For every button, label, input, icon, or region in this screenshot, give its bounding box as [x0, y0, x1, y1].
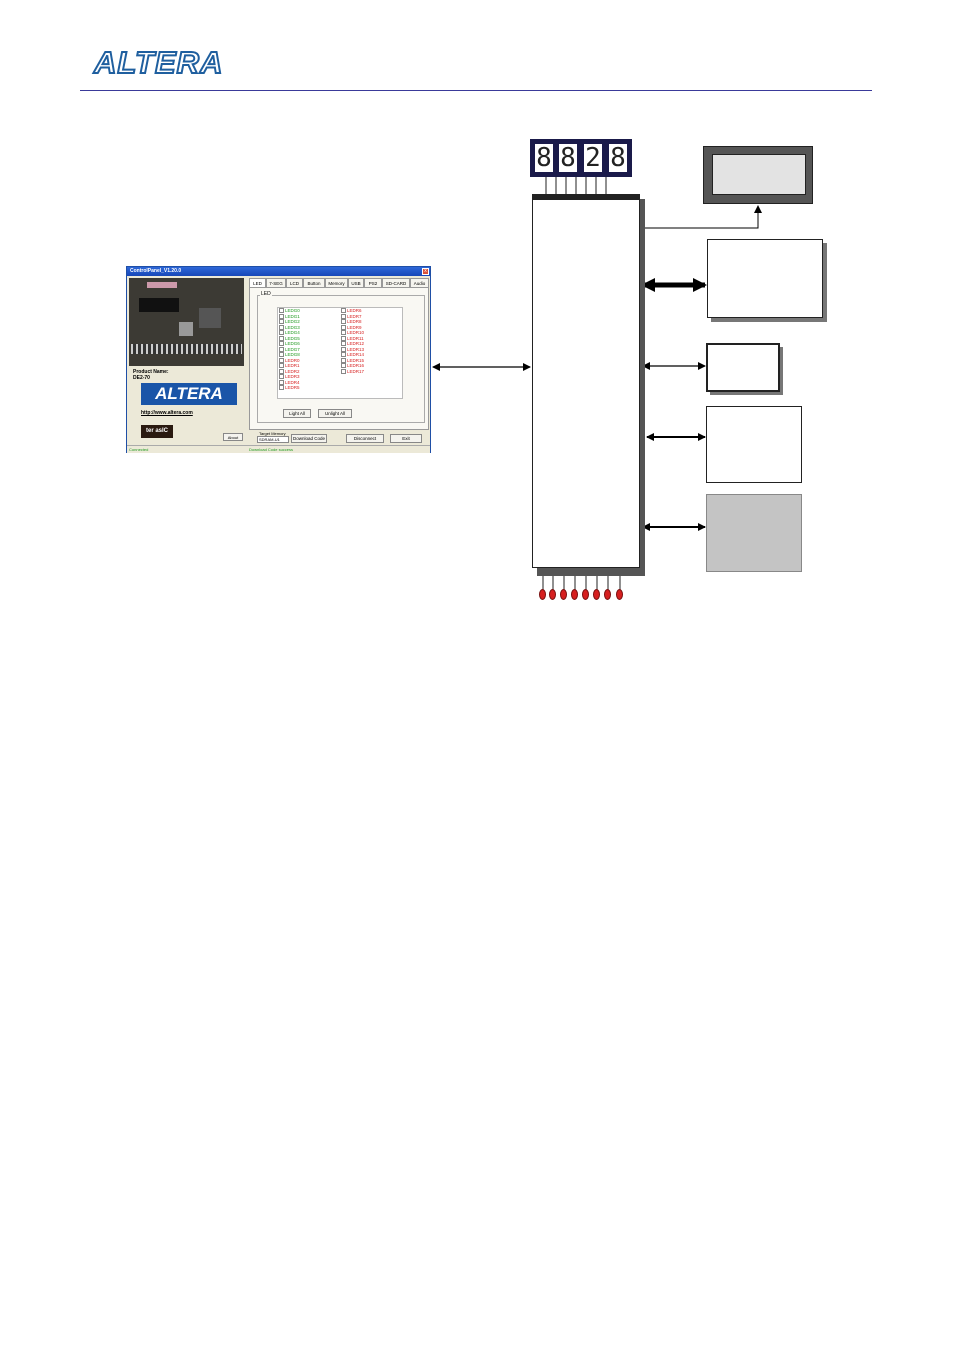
tab-usb[interactable]: USB: [348, 278, 364, 287]
lcd-link-arrow: [641, 205, 762, 229]
led-group-label: LED: [260, 291, 272, 297]
fpga-block-header: [532, 194, 640, 200]
block-3: [706, 343, 780, 392]
red-led-6: [593, 589, 600, 600]
seg-digit-4: 8: [609, 143, 627, 173]
led-checkbox[interactable]: LEDR15: [341, 358, 364, 364]
altera-logo: ALTERA: [93, 45, 224, 81]
red-led-8: [616, 589, 623, 600]
tab-memory[interactable]: Memory: [325, 278, 348, 287]
led-checkbox[interactable]: LEDG3: [279, 325, 300, 331]
terasic-logo: ter asIC: [141, 425, 173, 438]
led-checkbox[interactable]: LEDR4: [279, 380, 300, 386]
led-checkbox[interactable]: LEDG0: [279, 308, 300, 314]
exit-button[interactable]: Exit: [390, 434, 422, 443]
close-button[interactable]: x: [422, 268, 429, 275]
led-checkbox[interactable]: LEDG4: [279, 330, 300, 336]
led-checkbox[interactable]: LEDR6: [341, 308, 364, 314]
tab-sd-card[interactable]: SD-CARD: [382, 278, 410, 287]
block-5: [706, 494, 802, 572]
about-button[interactable]: About: [223, 433, 243, 441]
led-groupbox: [257, 295, 425, 423]
led-checkbox[interactable]: LEDR12: [341, 341, 364, 347]
tab-button[interactable]: Button: [303, 278, 325, 287]
led-checkbox[interactable]: LEDG1: [279, 314, 300, 320]
altera-logo-text: ALTERA: [93, 45, 224, 81]
light-all-button[interactable]: Light All: [283, 409, 311, 418]
led-checkbox[interactable]: LEDR17: [341, 369, 364, 375]
status-right: Download Code success: [249, 447, 294, 452]
target-memory-select[interactable]: SDRAM-U1: [257, 436, 289, 443]
altera-banner-logo: ALTERA: [141, 383, 237, 405]
product-name: DE2-70: [133, 375, 150, 381]
seven-segment-display: 8 8 2 8: [530, 139, 632, 177]
red-led-1: [539, 589, 546, 600]
tab-7-seg[interactable]: 7-SEG: [266, 278, 286, 287]
product-info: Product Name: DE2-70: [133, 369, 169, 381]
lcd-screen: [712, 154, 806, 195]
seven-segment-pins: [545, 177, 607, 194]
led-checkbox[interactable]: LEDR5: [279, 385, 300, 391]
led-checkbox[interactable]: LEDR9: [341, 325, 364, 331]
led-checkbox[interactable]: LEDR11: [341, 336, 364, 342]
status-left: Connected: [129, 447, 149, 452]
seg-digit-1: 8: [535, 143, 553, 173]
product-label: Product Name:: [133, 369, 169, 375]
tab-ps2[interactable]: PS2: [364, 278, 382, 287]
altera-url-link[interactable]: http://www.altera.com: [141, 410, 193, 416]
control-panel-window: ControlPanel_V1.20.0 x Product Name: DE2…: [126, 266, 431, 453]
led-checkbox[interactable]: LEDR0: [279, 358, 300, 364]
block-4: [706, 406, 802, 483]
seg-digit-2: 8: [559, 143, 577, 173]
tab-led[interactable]: LED: [249, 278, 266, 287]
led-checkbox[interactable]: LEDG6: [279, 341, 300, 347]
red-led-5: [582, 589, 589, 600]
tab-lcd[interactable]: LCD: [286, 278, 303, 287]
led-checkbox[interactable]: LEDR16: [341, 363, 364, 369]
window-titlebar: ControlPanel_V1.20.0: [127, 267, 430, 276]
tab-audio[interactable]: Audio: [410, 278, 429, 287]
red-led-4: [571, 589, 578, 600]
board-photo: [129, 278, 244, 366]
fpga-block: [532, 194, 640, 568]
disconnect-button[interactable]: Disconnect: [346, 434, 384, 443]
red-led-2: [549, 589, 556, 600]
led-checkbox[interactable]: LEDR1: [279, 363, 300, 369]
led-checkbox[interactable]: LEDG7: [279, 347, 300, 353]
target-memory-label: Target Memory: [259, 431, 286, 436]
status-bar: Connected Download Code success: [127, 445, 430, 453]
seg-digit-3: 2: [584, 143, 602, 173]
led-checkbox[interactable]: LEDR7: [341, 314, 364, 320]
led-checkbox[interactable]: LEDG5: [279, 336, 300, 342]
led-checkbox[interactable]: LEDR3: [279, 374, 300, 380]
led-checkbox[interactable]: LEDR13: [341, 347, 364, 353]
led-checkbox[interactable]: LEDG8: [279, 352, 300, 358]
unlight-all-button[interactable]: Unlight All: [318, 409, 352, 418]
led-checkbox[interactable]: LEDR10: [341, 330, 364, 336]
led-checkbox[interactable]: LEDG2: [279, 319, 300, 325]
header-divider: [80, 90, 872, 91]
block-2: [707, 239, 823, 318]
led-checkbox[interactable]: LEDR2: [279, 369, 300, 375]
download-code-button[interactable]: Download Code: [291, 434, 327, 443]
red-led-3: [560, 589, 567, 600]
led-checkbox[interactable]: LEDR8: [341, 319, 364, 325]
red-led-7: [604, 589, 611, 600]
led-checkbox[interactable]: LEDR14: [341, 352, 364, 358]
